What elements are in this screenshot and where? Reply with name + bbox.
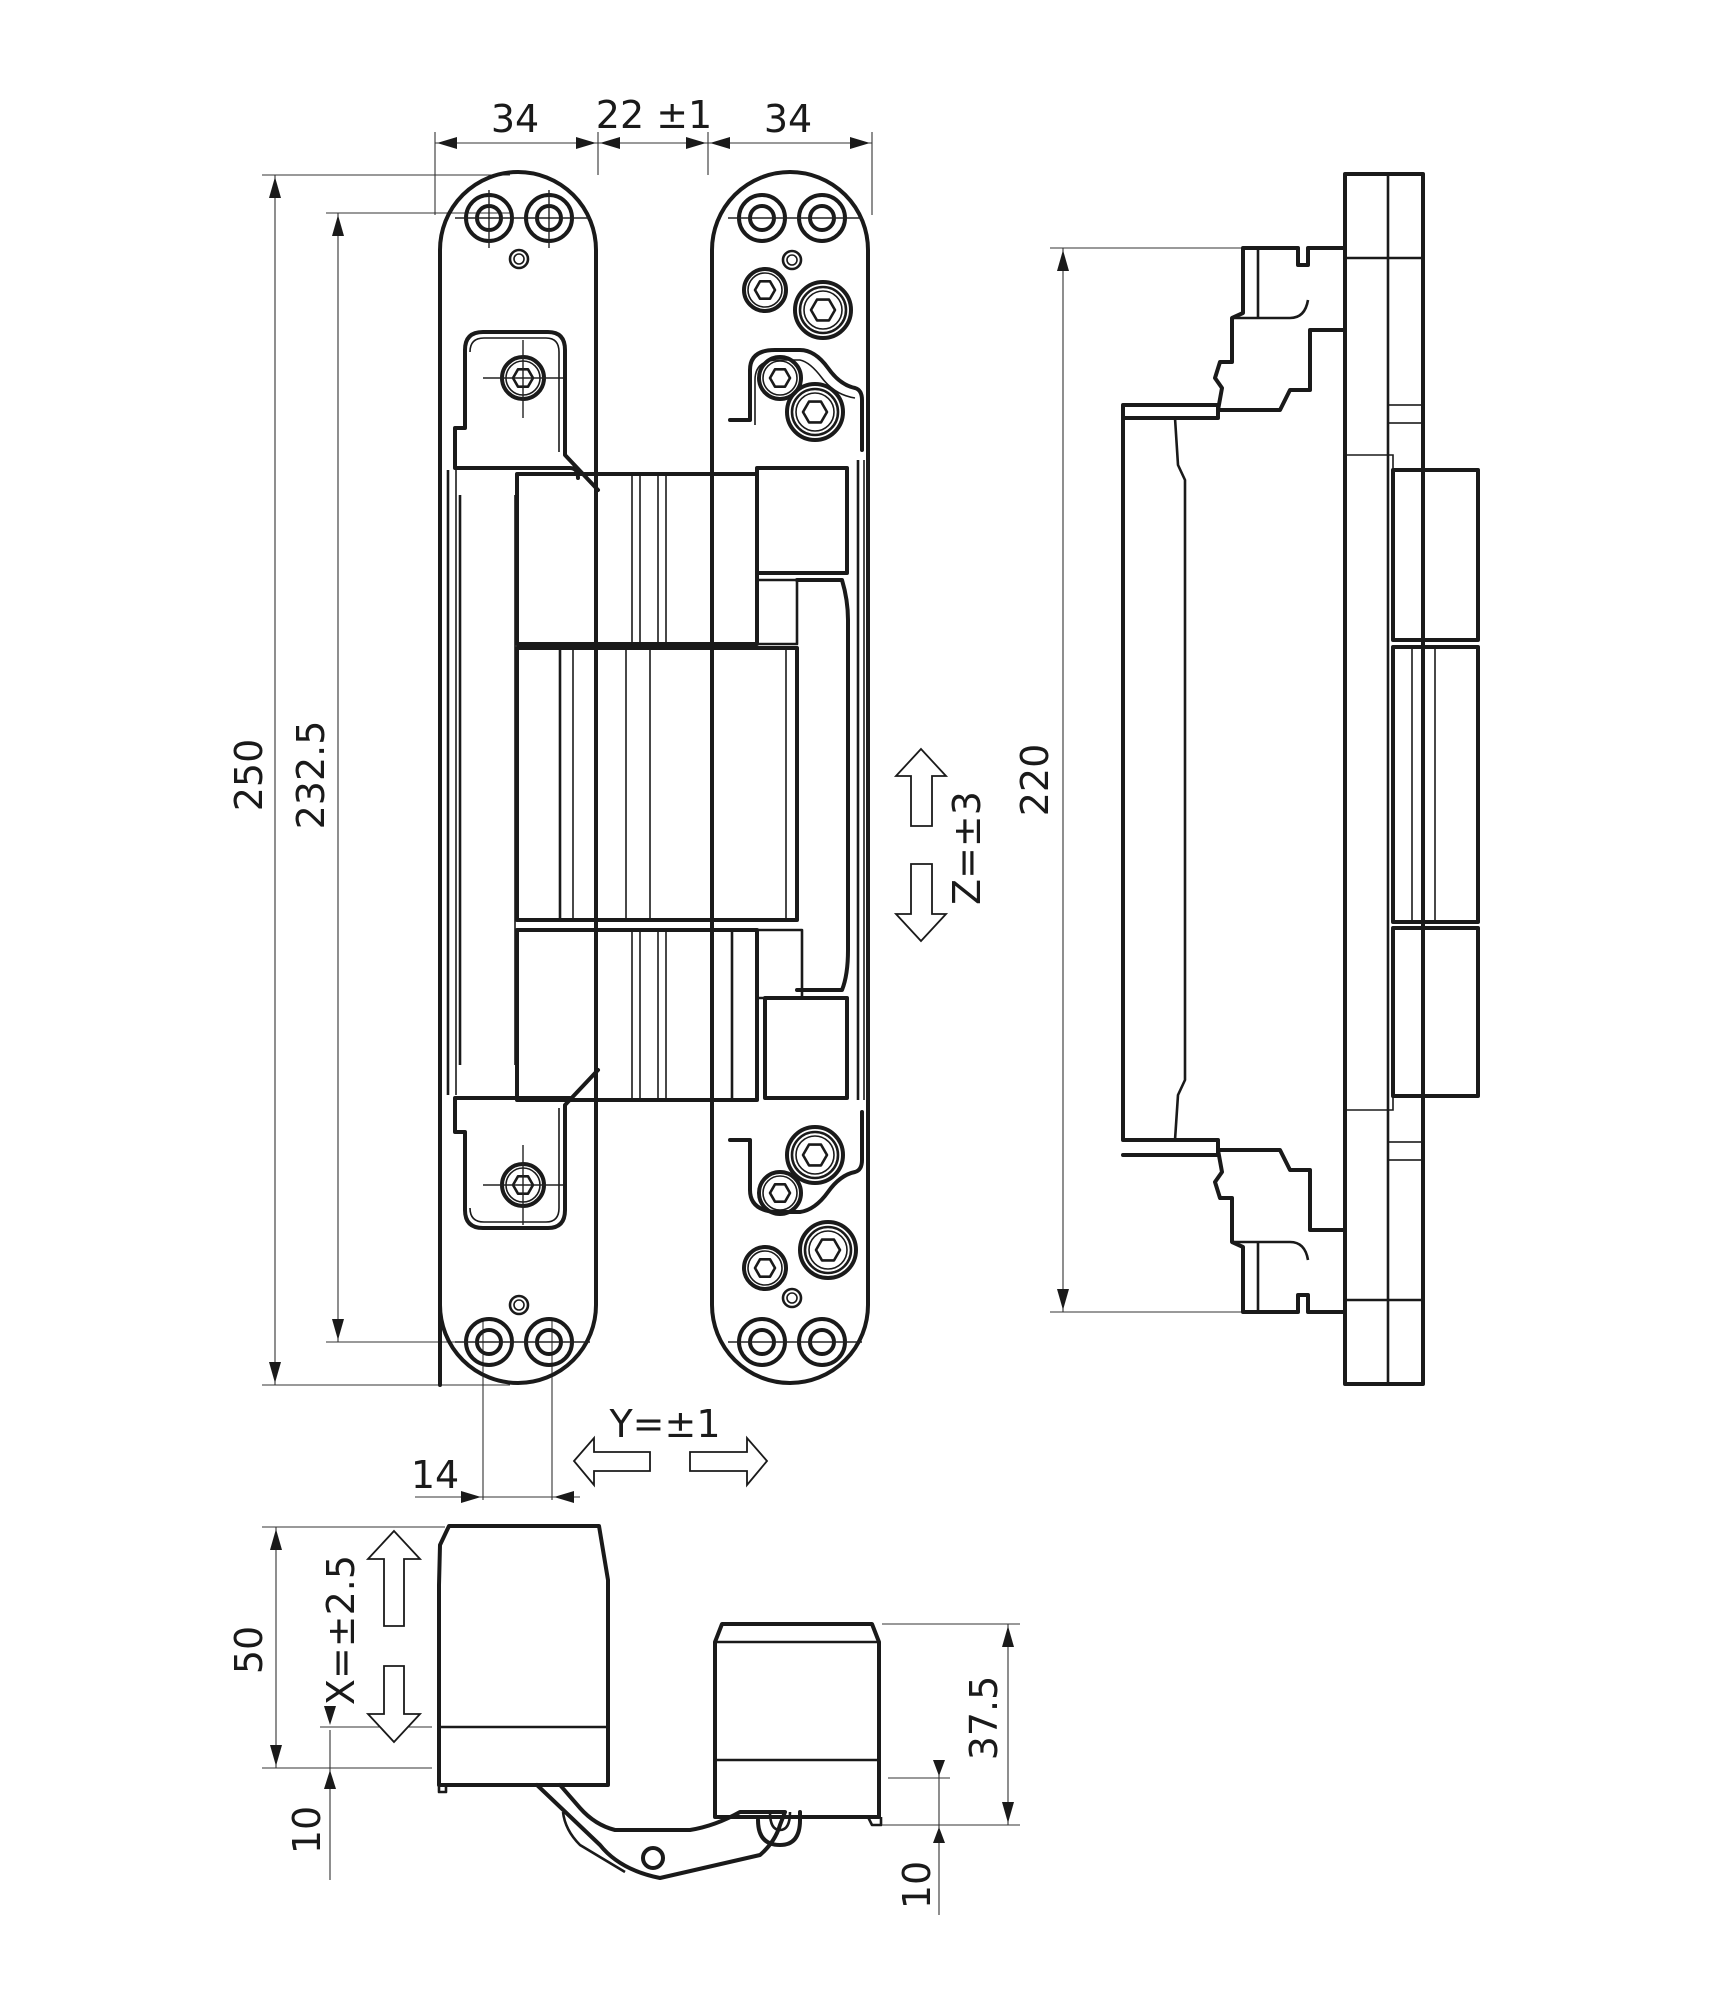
arrow-head	[437, 137, 457, 149]
right-leaf	[710, 170, 870, 1385]
dim-hole-pitch: 232.5	[289, 212, 510, 1343]
arrow-down-icon	[365, 1665, 423, 1744]
arrow-up-icon	[893, 747, 949, 827]
dim-hole-spacing: 14	[411, 1320, 580, 1503]
arrow-left-icon	[572, 1435, 651, 1488]
dim-frame-depth: 50	[227, 1526, 445, 1769]
side-view: 220	[1013, 172, 1480, 1386]
dim-hole-pitch-label: 232.5	[289, 721, 333, 830]
dim-door-offset-label: 10	[895, 1861, 939, 1909]
front-view: 34 22 ±1 34 250 232.5	[227, 93, 989, 1503]
left-leaf	[438, 170, 600, 1387]
arrow-head	[600, 137, 620, 149]
x-adjustment: X=±2.5	[319, 1529, 423, 1744]
arrow-right-icon	[689, 1435, 769, 1488]
dim-door-depth: 37.5	[882, 1623, 1020, 1826]
arrow-head	[710, 137, 730, 149]
arrow-head	[686, 137, 706, 149]
dim-right-leaf-width: 34	[764, 97, 812, 141]
y-adjustment-label: Y=±1	[608, 1402, 720, 1446]
z-adjustment-label: Z=±3	[945, 791, 989, 905]
hinge-body	[515, 466, 850, 1102]
dim-frame-offset: 10	[285, 1706, 432, 1880]
dim-left-leaf-width: 34	[491, 97, 539, 141]
arrow-head	[850, 137, 870, 149]
z-adjustment: Z=±3	[893, 747, 989, 943]
dim-door-depth-label: 37.5	[962, 1676, 1006, 1761]
top-dimension-chain: 34 22 ±1 34	[434, 93, 873, 215]
dim-overall-height: 250	[227, 174, 510, 1386]
dim-hole-spacing-label: 14	[411, 1453, 459, 1497]
dim-body-height-label: 220	[1013, 744, 1057, 817]
arrow-up-icon	[365, 1529, 423, 1627]
dim-door-offset: 10	[888, 1760, 950, 1915]
dim-frame-offset-label: 10	[285, 1806, 329, 1854]
plan-view: 50 10 X=±2.5	[227, 1524, 1020, 1915]
dim-overall-height-label: 250	[227, 739, 271, 812]
arrow-down-icon	[893, 863, 949, 943]
dim-gap: 22 ±1	[596, 93, 712, 137]
y-adjustment: Y=±1	[572, 1402, 769, 1488]
dim-body-height: 220	[1013, 247, 1255, 1313]
dim-frame-depth-label: 50	[227, 1626, 271, 1674]
arrow-head	[576, 137, 596, 149]
x-adjustment-label: X=±2.5	[319, 1555, 363, 1705]
